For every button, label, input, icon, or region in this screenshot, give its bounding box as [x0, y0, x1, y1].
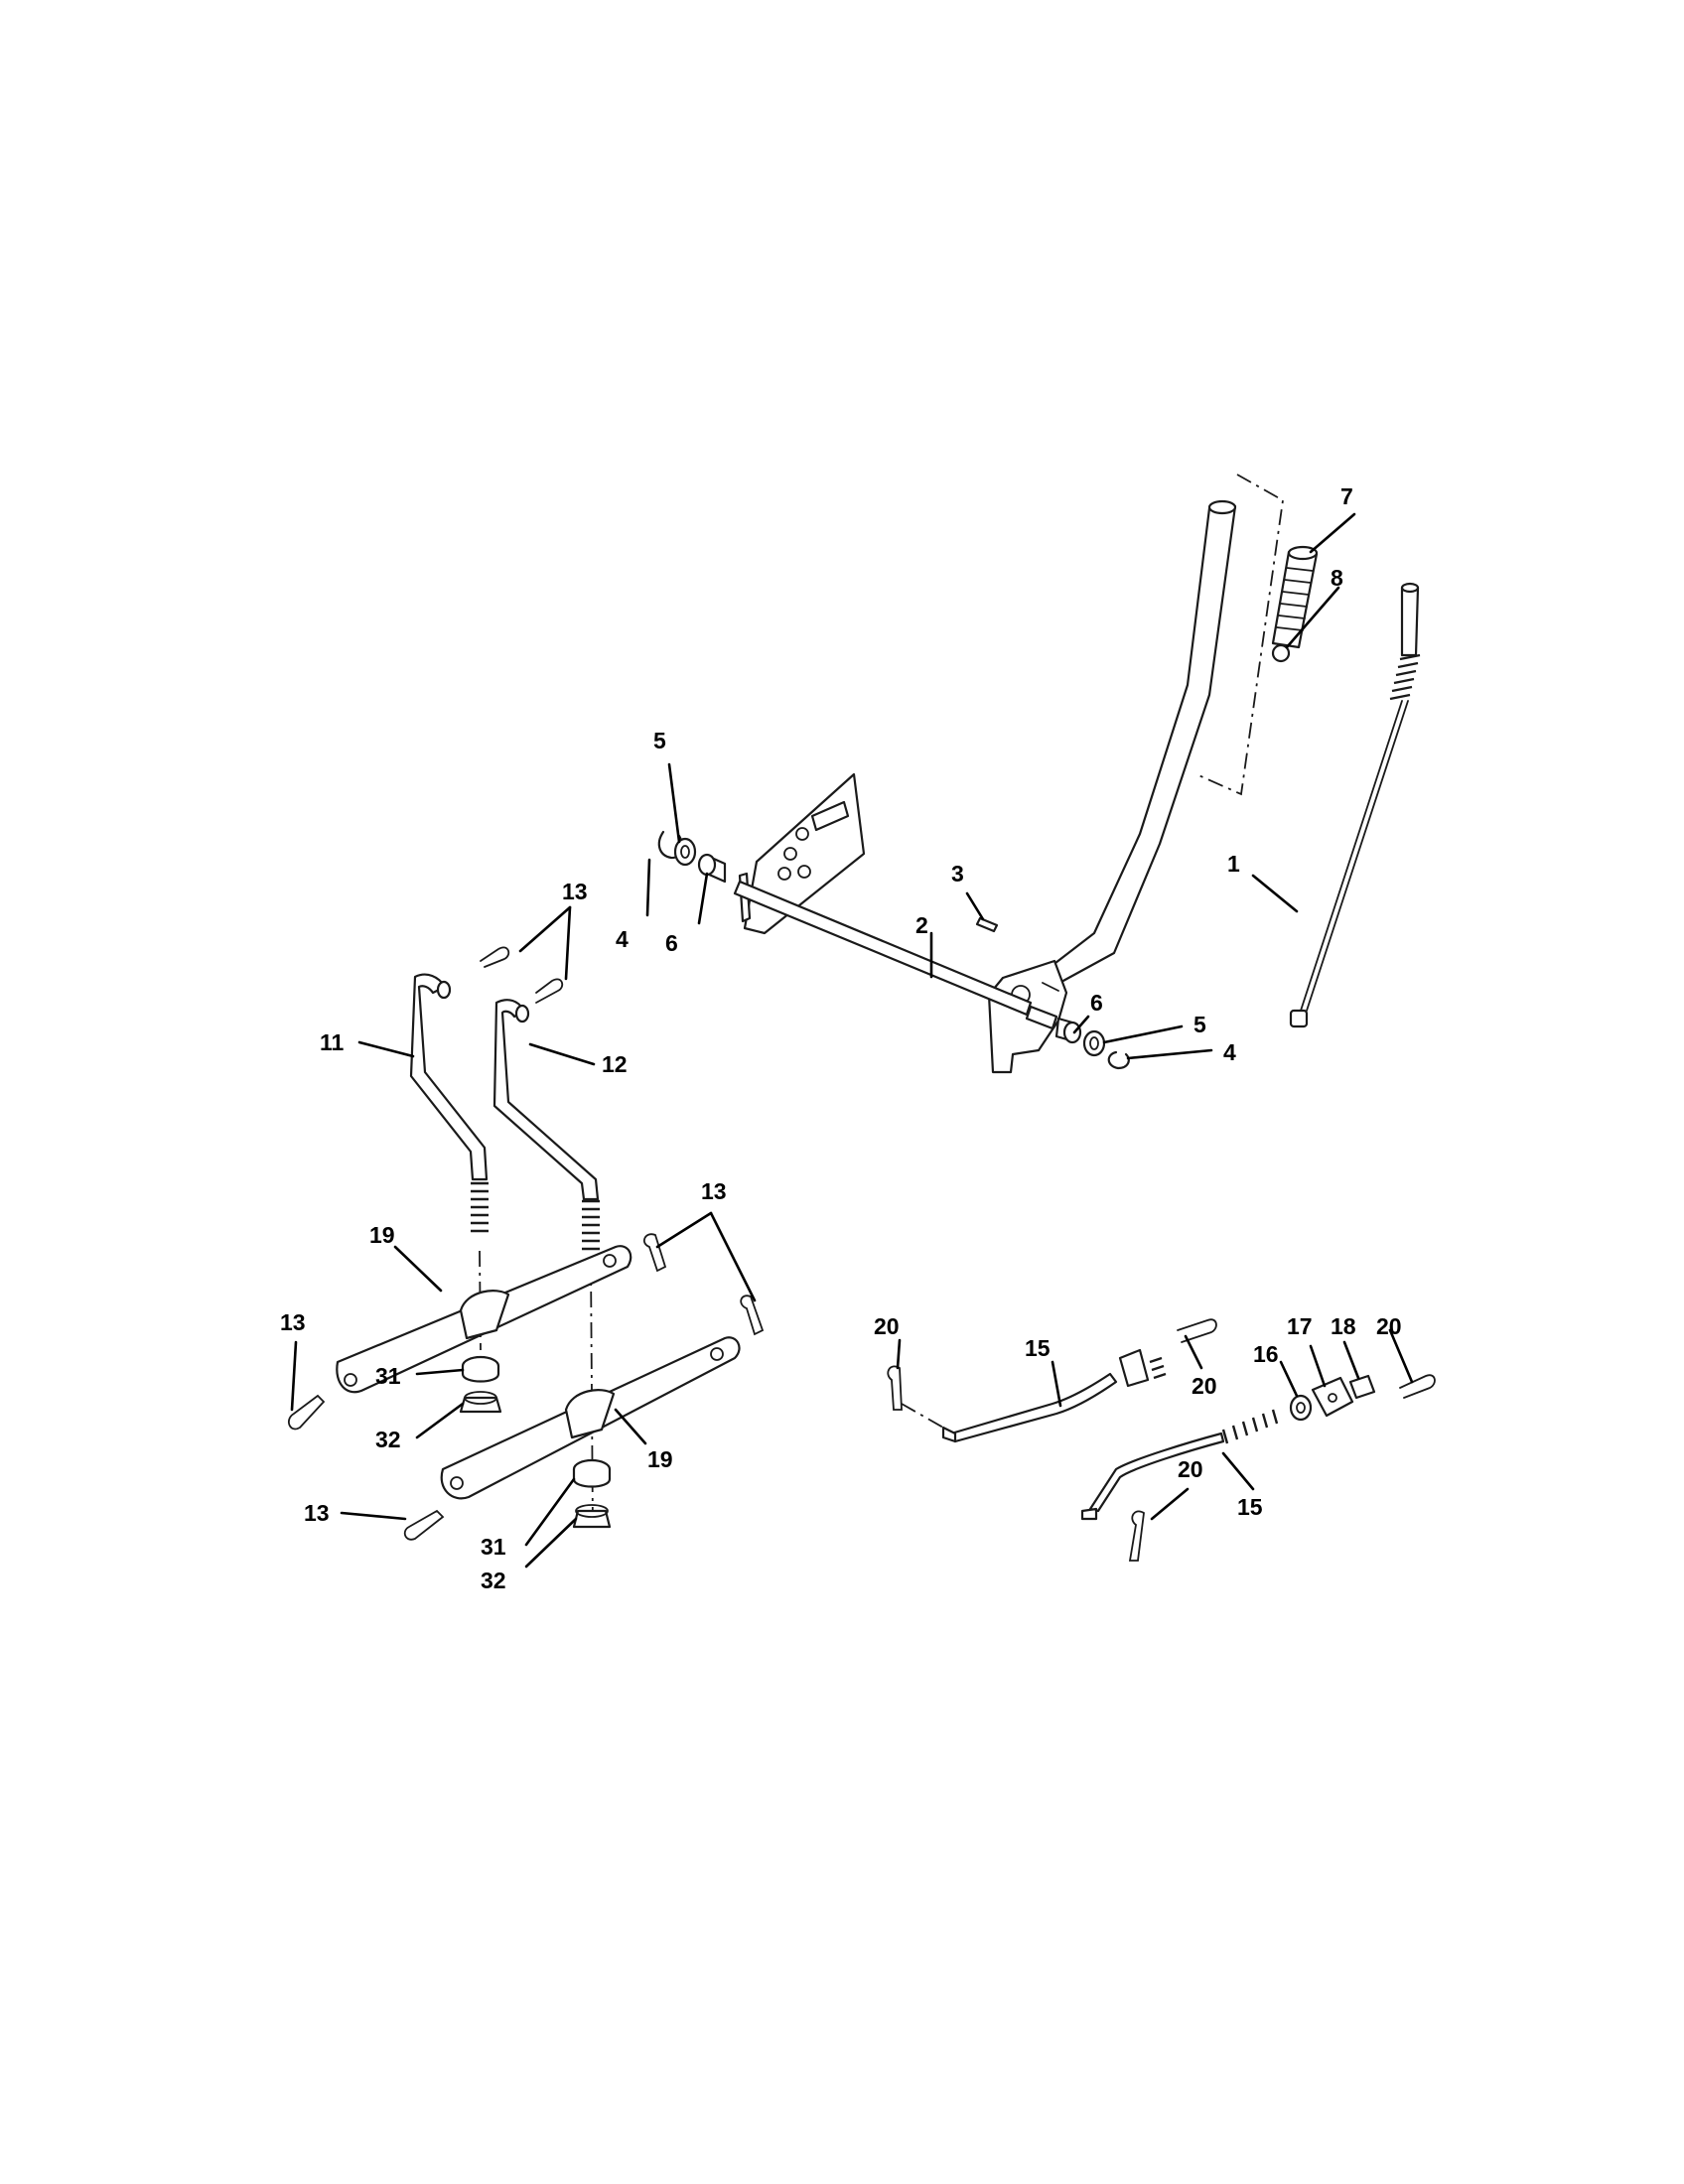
- washer-right: [1082, 1029, 1106, 1057]
- callout-20: 20: [1192, 1373, 1217, 1399]
- callout-20: 20: [874, 1313, 900, 1339]
- adjustment-rod-lower: [1080, 1409, 1279, 1521]
- adjustment-rod-upper: [941, 1348, 1167, 1443]
- washer-16: [1289, 1394, 1313, 1422]
- nut-upper: [459, 1391, 502, 1414]
- callout-12: 12: [602, 1051, 628, 1077]
- callout-13: 13: [562, 879, 588, 904]
- roll-pin: [975, 916, 999, 933]
- washer-left: [673, 837, 697, 867]
- callout-16: 16: [1253, 1341, 1279, 1367]
- callout-32: 32: [375, 1427, 401, 1452]
- lift-link-left: [409, 973, 489, 1233]
- spacer-lower: [572, 1458, 612, 1488]
- callout-4: 4: [616, 926, 629, 952]
- callout-13: 13: [701, 1178, 727, 1204]
- hairpin-clip: [287, 1233, 765, 1541]
- callout-17: 17: [1287, 1313, 1313, 1339]
- callout-32: 32: [481, 1568, 506, 1593]
- callout-2: 2: [915, 912, 928, 938]
- callout-15: 15: [1237, 1494, 1263, 1520]
- hairpin-clip: [887, 1318, 1436, 1562]
- callout-20: 20: [1376, 1313, 1402, 1339]
- callout-1: 1: [1227, 851, 1240, 877]
- lift-arm-lower: [440, 1336, 741, 1500]
- bushing-left: [697, 853, 727, 884]
- callout-8: 8: [1331, 565, 1343, 591]
- callout-4: 4: [1223, 1039, 1236, 1065]
- callout-31: 31: [481, 1534, 506, 1560]
- hairpin-clip: [480, 946, 564, 1004]
- callout-13: 13: [280, 1309, 306, 1335]
- grip-outline: [1195, 474, 1284, 796]
- callout-19: 19: [647, 1446, 673, 1472]
- cross-shaft: [733, 880, 1058, 1030]
- callout-18: 18: [1331, 1313, 1356, 1339]
- nut-18: [1348, 1374, 1376, 1400]
- retaining-clip-right: [1107, 1050, 1130, 1070]
- callout-6: 6: [665, 930, 678, 956]
- lift-link-right: [492, 999, 600, 1251]
- bushing-right: [1054, 1017, 1082, 1044]
- callout-13: 13: [304, 1500, 330, 1526]
- centerline-rod: [901, 1403, 944, 1429]
- nut-lower: [572, 1504, 612, 1529]
- callout-11: 11: [320, 1029, 345, 1055]
- leader-lines: [290, 512, 1414, 1569]
- callout-5: 5: [653, 728, 666, 753]
- callout-3: 3: [951, 861, 964, 887]
- spacer-upper: [461, 1355, 500, 1383]
- callout-7: 7: [1340, 483, 1353, 509]
- handle-grip: [1271, 545, 1319, 649]
- grip-ferrule: [1271, 643, 1291, 663]
- lift-arm-upper: [336, 1245, 632, 1394]
- callout-20: 20: [1178, 1456, 1203, 1482]
- callout-6: 6: [1090, 990, 1103, 1016]
- swivel-block-17: [1311, 1376, 1354, 1418]
- callout-5: 5: [1193, 1012, 1206, 1037]
- callout-15: 15: [1025, 1335, 1051, 1361]
- lift-rod: [1289, 582, 1421, 1028]
- callout-19: 19: [369, 1222, 395, 1248]
- callout-31: 31: [375, 1363, 401, 1389]
- callout-labels: 1 2 3 4 4 5 5 6 6 7 8 11 12 13 13 13 13 …: [280, 483, 1402, 1593]
- lift-handle: [987, 499, 1237, 1074]
